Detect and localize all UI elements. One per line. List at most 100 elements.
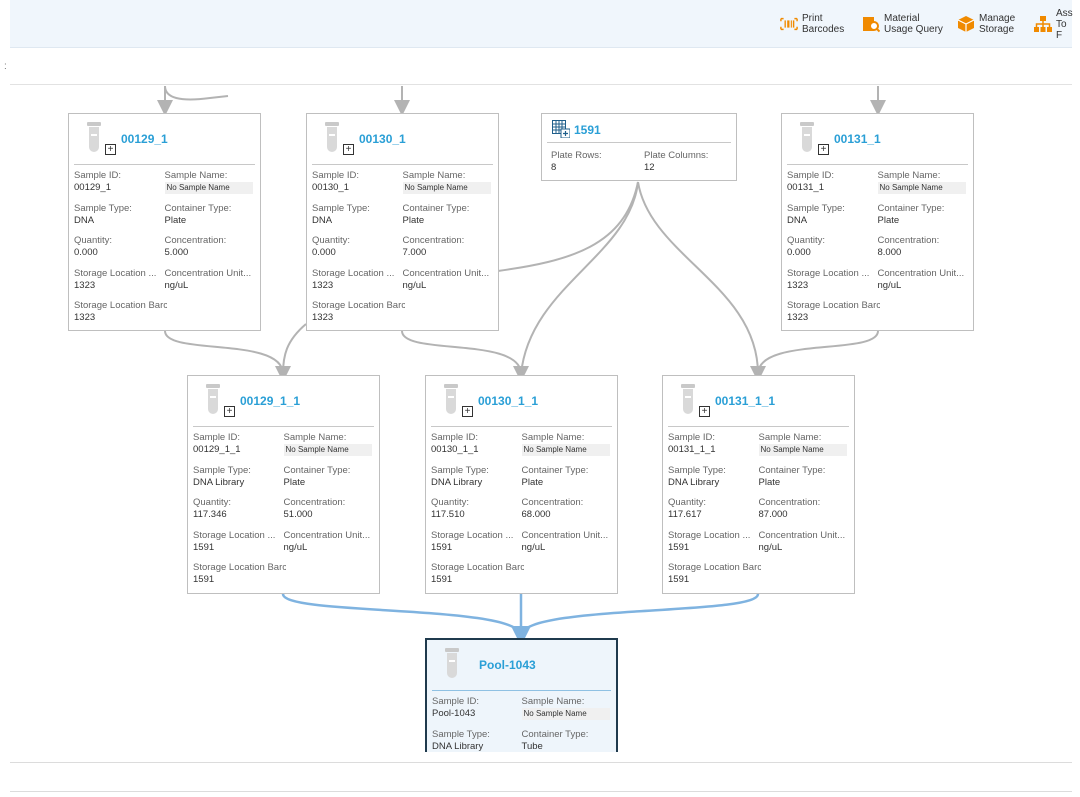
field-label: Storage Location Barcode: — [312, 300, 405, 311]
card-title[interactable]: 00130_1 — [359, 132, 406, 146]
field-value: DNA Library — [431, 476, 483, 488]
connector — [750, 330, 879, 382]
field-sample-type: Sample Type:DNA — [312, 203, 403, 236]
field-storage-barcode: Storage Location Barcode:1323 — [312, 300, 405, 333]
field-label: Sample ID: — [312, 170, 359, 181]
field-quantity: Quantity:0.000 — [74, 235, 165, 268]
field-value: 51.000 — [283, 509, 313, 520]
field-storage-barcode: Storage Location Barcode:1591 — [193, 562, 286, 595]
card-title[interactable]: Pool-1043 — [479, 658, 536, 672]
field-sample-name: Sample Name:No Sample Name — [283, 432, 375, 465]
field-value: 1323 — [312, 279, 334, 291]
field-sample-id: Sample ID:00131_1_1 — [668, 432, 759, 465]
field-sample-name: Sample Name:No Sample Name — [877, 170, 969, 203]
field-value: 1591 — [431, 541, 453, 553]
field-container-type: Container Type:Plate — [522, 465, 613, 498]
expand-icon[interactable]: + — [343, 144, 354, 155]
print-barcodes-button[interactable]: Print Barcodes — [780, 10, 844, 38]
field-value: DNA — [787, 214, 808, 226]
card-divider — [312, 164, 493, 165]
connector — [519, 593, 760, 637]
card-divider — [74, 164, 255, 165]
field-sample-type: Sample Type:DNA Library — [431, 465, 522, 498]
field-sample-type: Sample Type:DNA Library — [193, 465, 284, 498]
field-label: Sample Type: — [432, 728, 490, 740]
field-label: Sample Type: — [312, 202, 370, 214]
field-value: 00129_1 — [74, 182, 111, 193]
card-title[interactable]: 00129_1_1 — [240, 394, 301, 408]
field-value: DNA Library — [668, 476, 720, 488]
field-concentration: Concentration:87.000 — [759, 497, 850, 530]
expand-icon[interactable]: + — [105, 144, 116, 155]
field-value: 1323 — [312, 312, 334, 323]
plate-divider — [547, 142, 731, 143]
field-quantity: Quantity:0.000 — [312, 235, 403, 268]
field-label: Concentration: — [521, 497, 584, 508]
plate-title[interactable]: 1591 — [574, 123, 601, 137]
card-title[interactable]: 00131_1 — [834, 132, 881, 146]
field-value: DNA — [74, 214, 95, 226]
field-value: 1323 — [74, 312, 96, 323]
field-container-type: Container Type:Plate — [284, 465, 375, 498]
card-title[interactable]: 00131_1_1 — [715, 394, 776, 408]
field-label: Concentration: — [402, 235, 465, 246]
field-label: Storage Location Barcode: — [74, 300, 167, 311]
sub-toolbar: : — [4, 49, 1072, 85]
field-value: No Sample Name — [164, 182, 253, 194]
field-sample-id: Sample ID:00131_1 — [787, 170, 878, 203]
material-usage-query-button[interactable]: Material Usage Query — [862, 10, 943, 38]
field-label: Sample ID: — [193, 432, 240, 443]
field-value: Plate — [164, 214, 187, 226]
field-value: DNA Library — [193, 476, 245, 488]
assign-to-button[interactable]: Ass To F — [1034, 8, 1073, 41]
field-sample-type: Sample Type:DNA Library — [668, 465, 759, 498]
field-value: 1591 — [668, 574, 690, 585]
expand-icon[interactable]: + — [462, 406, 473, 417]
field-value: 5.000 — [164, 247, 189, 258]
card-title[interactable]: 00130_1_1 — [478, 394, 539, 408]
card-divider — [668, 426, 849, 427]
field-storage-location: Storage Location ...1323 — [74, 268, 165, 301]
connector — [497, 181, 639, 272]
card-title[interactable]: 00129_1 — [121, 132, 168, 146]
field-row: Storage Location Barcode:1323 — [312, 300, 493, 333]
field-label: Sample Type: — [668, 464, 726, 476]
card-header: +00129_1_1 — [188, 376, 379, 428]
field-value: 00131_1 — [787, 182, 824, 193]
field-label: Storage Location ... — [431, 529, 514, 541]
lineage-canvas[interactable]: 1591 Plate Rows: 8 Plate Columns: 12 +00… — [10, 86, 1072, 752]
tube-icon — [323, 122, 341, 154]
field-container-type: Container Type:Plate — [759, 465, 850, 498]
manage-storage-button[interactable]: Manage Storage — [957, 10, 1015, 38]
field-value: 0.000 — [74, 247, 98, 258]
field-value: Tube — [521, 740, 543, 752]
manage-storage-label: Manage Storage — [979, 13, 1016, 35]
field-label: Storage Location ... — [787, 267, 870, 279]
field-label: Quantity: — [193, 497, 232, 508]
field-label: Sample Name: — [521, 432, 585, 443]
expand-icon[interactable]: + — [699, 406, 710, 417]
field-label: Concentration Unit... — [758, 529, 846, 541]
connector — [164, 330, 291, 382]
field-value: 117.617 — [668, 509, 702, 520]
expand-icon[interactable]: + — [818, 144, 829, 155]
expand-icon[interactable]: + — [224, 406, 235, 417]
plate-card[interactable]: 1591 Plate Rows: 8 Plate Columns: 12 — [541, 113, 737, 181]
field-label: Storage Location ... — [668, 529, 751, 541]
field-storage-location: Storage Location ...1591 — [668, 530, 759, 563]
